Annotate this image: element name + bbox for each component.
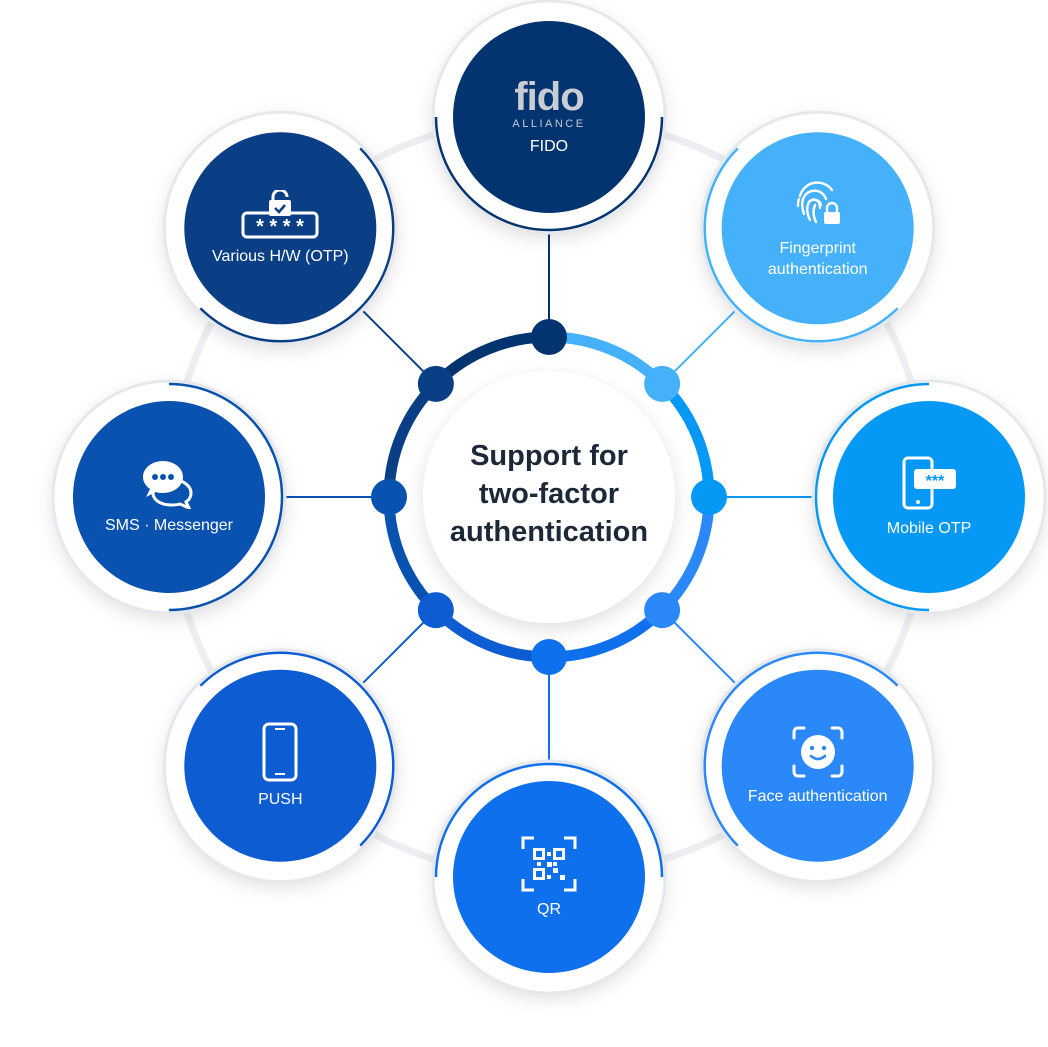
chat-bubbles-icon — [143, 460, 193, 509]
node-label: Various H/W (OTP) — [211, 247, 349, 265]
node-label: PUSH — [258, 791, 303, 809]
ring-dot — [531, 639, 567, 675]
node-mobile-otp: *** Mobile OTP — [834, 402, 1024, 592]
node-circle — [453, 21, 645, 213]
face-scan-icon — [792, 726, 844, 778]
node-accent-arc — [199, 147, 395, 343]
node-fido: fido ALLIANCE FIDO — [454, 22, 644, 212]
node-face: Face authentication — [723, 671, 913, 861]
node-label: SMS · Messenger — [104, 516, 234, 534]
node-halo-ring — [811, 379, 1047, 615]
node-accent-arc — [434, 762, 664, 878]
node-accent-arc — [199, 651, 395, 847]
node-accent-arc — [814, 382, 930, 612]
node-hw-otp: * * * * Various H/W (OTP) — [185, 133, 375, 323]
smartphone-icon — [262, 722, 298, 782]
node-circle — [73, 401, 265, 593]
node-circle — [184, 132, 377, 325]
ring-dot — [417, 365, 454, 402]
center-title-line: two-factor — [478, 478, 620, 510]
ring-dot — [691, 479, 727, 515]
node-halo-ring — [51, 379, 287, 615]
mobile-otp-icon: *** — [902, 456, 956, 509]
fido-alliance-logo: fido ALLIANCE — [512, 75, 586, 130]
node-accent-arc — [168, 382, 284, 612]
node-circle — [721, 132, 914, 325]
node-halo-ring — [431, 0, 667, 235]
center-title-line: authentication — [449, 516, 649, 548]
node-label: FIDO — [529, 138, 569, 155]
node-qr: QR — [454, 782, 644, 972]
node-push: PUSH — [185, 671, 375, 861]
center-title-line: Support for — [470, 440, 628, 472]
node-halo-ring — [700, 110, 936, 346]
node-halo-ring — [700, 648, 936, 884]
node-circle — [833, 401, 1025, 593]
node-accent-arc — [434, 116, 664, 232]
node-label: QR — [537, 900, 561, 918]
node-accent-arc — [703, 651, 899, 847]
ring-dot — [417, 592, 454, 629]
ring-dot — [644, 592, 681, 629]
password-lock-icon: * * * * — [241, 189, 319, 239]
node-halo-ring — [162, 648, 398, 884]
ring-dot — [371, 479, 407, 515]
ring-dot — [644, 365, 681, 402]
ring-dot — [531, 319, 567, 355]
node-accent-arc — [703, 147, 899, 343]
node-halo-ring — [431, 759, 667, 995]
node-label: Mobile OTP — [886, 519, 972, 537]
center-disc — [423, 371, 675, 623]
svg-text:***: *** — [926, 473, 945, 490]
svg-text:* * * *: * * * * — [256, 216, 304, 238]
fingerprint-lock-icon — [796, 181, 840, 225]
node-circle — [184, 669, 377, 862]
node-label: Face authentication — [747, 788, 888, 806]
node-halo-ring — [162, 110, 398, 346]
qr-code-icon — [521, 836, 577, 891]
node-sms-messenger: SMS · Messenger — [74, 402, 264, 592]
center-title: Support for two-factor authentication — [424, 437, 674, 551]
